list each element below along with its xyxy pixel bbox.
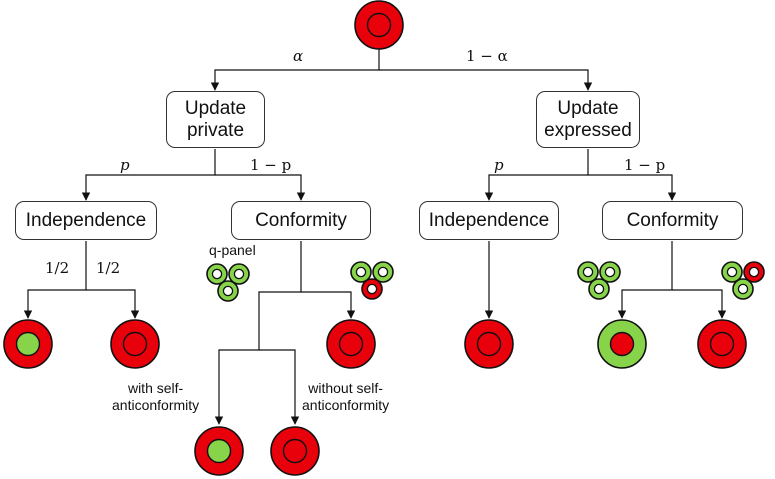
edge-independence-left-outcome-2 — [86, 289, 140, 319]
q-panel-mixed-right — [721, 261, 765, 300]
conformity-box-right: Conformity — [602, 201, 743, 240]
independence-box-right: Independence — [419, 201, 559, 240]
edge-conformity-left-outcome — [301, 291, 356, 319]
edge-conformity-right-outcome-2 — [672, 289, 727, 319]
agent-conformity-right-1 — [597, 319, 647, 369]
agent-independence-left-2 — [110, 319, 160, 369]
agent-independence-left-1 — [3, 319, 53, 369]
edge-with-self-anticonformity — [214, 241, 302, 425]
q-panel-mixed-left — [350, 261, 394, 300]
branch-label-one-minus-alpha: 1 − α — [466, 47, 508, 65]
edge-to-update-expressed — [379, 69, 593, 91]
edge-to-conformity-right — [588, 174, 677, 201]
q-panel-label: q-panel — [209, 242, 256, 258]
connector-lines — [23, 48, 727, 425]
branch-label-half-left: 1/2 — [45, 259, 70, 277]
edge-conformity-right-outcome-1 — [617, 241, 673, 319]
edge-to-independence-left — [81, 149, 216, 201]
agent-root — [354, 0, 404, 50]
branch-label-p-right: p — [494, 156, 504, 174]
independence-box-left: Independence — [15, 201, 157, 240]
conformity-box-left: Conformity — [231, 201, 371, 240]
branch-label-half-right: 1/2 — [96, 259, 121, 277]
agent-with-self-anticonformity — [194, 426, 244, 476]
edge-without-self-anticonformity — [259, 349, 300, 425]
q-panel-green — [206, 263, 250, 302]
edge-to-conformity-left — [215, 174, 306, 201]
branch-label-p-left: p — [120, 156, 130, 174]
agent-without-self-anticonformity — [270, 426, 320, 476]
with-self-anticonformity-label: with self- anticonformity — [112, 380, 200, 413]
agent-independence-right — [464, 319, 514, 369]
agent-conformity-right-2 — [697, 319, 747, 369]
edge-independence-left-outcome-1 — [23, 241, 87, 319]
agent-conformity-left — [326, 319, 376, 369]
branch-label-one-minus-p-left: 1 − p — [250, 156, 292, 174]
q-panel-green-right — [577, 261, 621, 300]
edge-to-independence-right — [484, 149, 589, 201]
agent-markers — [3, 0, 765, 476]
update-expressed-box: Update expressed — [536, 91, 640, 148]
edge-to-update-private — [210, 48, 380, 91]
update-private-box: Update private — [166, 91, 265, 148]
without-self-anticonformity-label: without self- anticonformity — [302, 380, 390, 413]
branch-label-alpha: α — [293, 47, 304, 65]
branch-label-one-minus-p-right: 1 − p — [624, 156, 666, 174]
